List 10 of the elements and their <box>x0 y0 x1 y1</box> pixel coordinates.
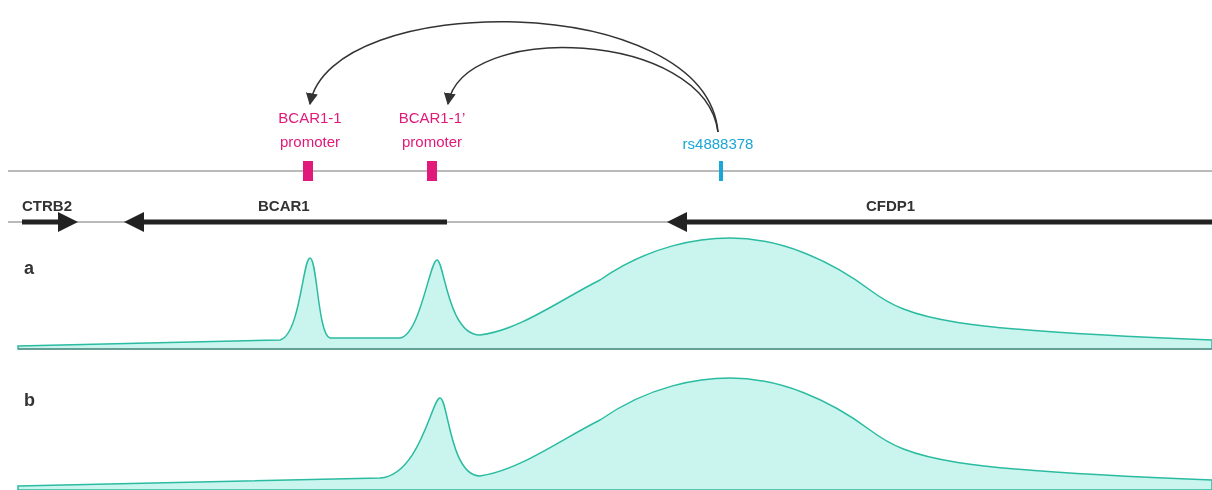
arrow <box>446 47 719 133</box>
track-label: a <box>24 258 34 279</box>
snp-label: rs4888378 <box>670 132 766 156</box>
arrow <box>309 21 719 133</box>
gene-label: CTRB2 <box>22 197 72 214</box>
gene-label: CFDP1 <box>866 197 916 214</box>
track-label: b <box>24 390 35 411</box>
promoter-label: BCAR1-1 promoter <box>270 106 350 154</box>
gene-label: BCAR1 <box>258 197 310 214</box>
promoter-label: BCAR1-1’ promoter <box>392 106 472 154</box>
